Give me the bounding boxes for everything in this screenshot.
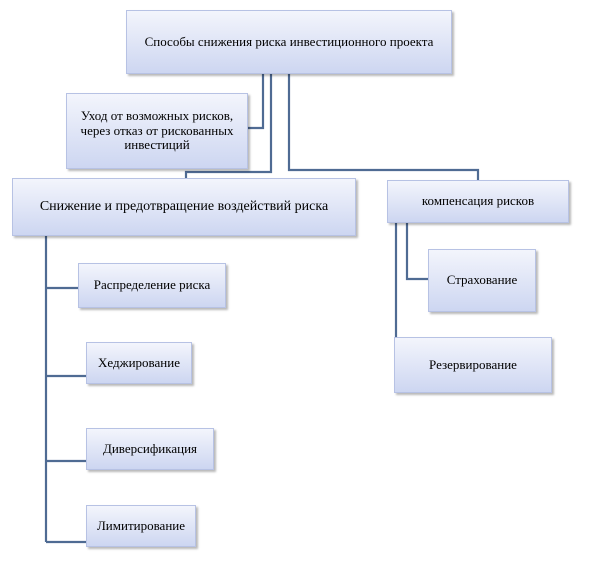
insurance-label: Страхование: [446, 272, 518, 288]
risk-distribution-label: Распределение риска: [93, 277, 211, 293]
risk-distribution-node: Распределение риска: [78, 263, 226, 308]
avoidance-node-label: Уход от возможных рисков, через отказ от…: [80, 108, 234, 153]
limiting-label: Лимитирование: [96, 517, 186, 533]
compensation-node: компенсация рисков: [387, 180, 569, 223]
reduction-node: Снижение и предотвращение воздействий ри…: [12, 178, 356, 236]
diversification-node: Диверсификация: [86, 428, 214, 470]
connector-root-avoidance: [248, 74, 265, 130]
insurance-node: Страхование: [428, 249, 536, 312]
compensation-node-label: компенсация рисков: [421, 193, 535, 209]
connector-root-reduction: [184, 74, 273, 178]
reduction-node-label: Снижение и предотвращение воздействий ри…: [39, 199, 329, 215]
connector-root-compensation: [287, 74, 480, 180]
root-node-label: Способы снижения риска инвестиционного п…: [144, 33, 434, 49]
diversification-label: Диверсификация: [102, 440, 198, 456]
hedging-node: Хеджирование: [86, 342, 192, 384]
reservation-label: Резервирование: [429, 356, 517, 372]
root-node: Способы снижения риска инвестиционного п…: [126, 10, 452, 74]
connector-insurance: [405, 223, 428, 281]
hedging-label: Хеджирование: [98, 354, 180, 370]
reservation-node: Резервирование: [394, 337, 552, 393]
limiting-node: Лимитирование: [86, 505, 196, 547]
avoidance-node: Уход от возможных рисков, через отказ от…: [66, 93, 248, 169]
